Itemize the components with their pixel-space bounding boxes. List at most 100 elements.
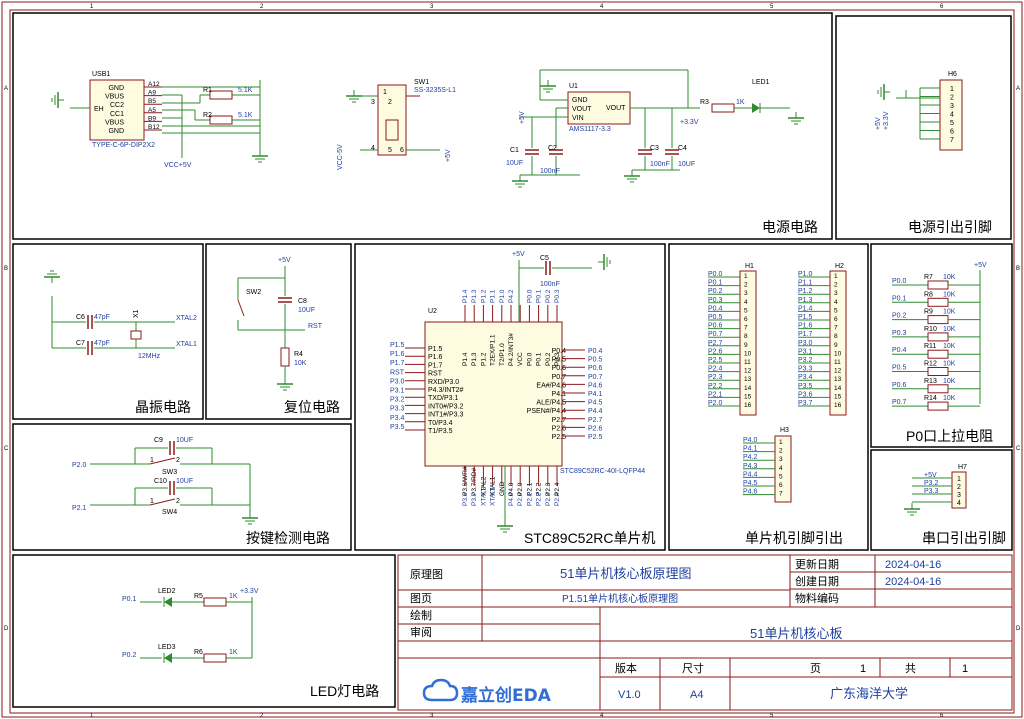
header-net-label: P0.7: [708, 331, 723, 338]
header-net-label: P1.1: [798, 280, 813, 287]
mcu-pin-name: VCC: [517, 352, 524, 366]
svg-text:SW2: SW2: [246, 289, 261, 296]
mcu-net-label: P4.5: [588, 400, 603, 407]
svg-text:R2: R2: [203, 112, 212, 119]
mcu-pin-name: P1.7: [428, 362, 443, 369]
tb-page-num-key: 页: [810, 663, 821, 675]
header-net-label: P3.1: [798, 348, 813, 355]
header-net-label: P4.5: [743, 480, 758, 487]
svg-text:H6: H6: [948, 71, 957, 78]
svg-text:P2.0: P2.0: [72, 462, 87, 469]
header-pin-number: 3: [779, 456, 783, 463]
tb-create-key: 创建日期: [795, 574, 839, 588]
header-net-label: P4.0: [743, 437, 758, 444]
header-net-label: P4.2: [743, 454, 758, 461]
svg-text:100nF: 100nF: [540, 281, 560, 288]
svg-text:C8: C8: [298, 298, 307, 305]
mcu-pin-name: T2EX/P1.1: [490, 334, 497, 366]
pullup-net-label: P0.6: [892, 382, 907, 389]
tb-ver-key: 版本: [615, 661, 637, 675]
mcu-pin-name: P2.5: [552, 434, 567, 441]
frame-row-label: D: [1016, 626, 1021, 632]
mcu-pin-name: GND: [499, 481, 506, 496]
header-net-label: P0.4: [708, 305, 723, 312]
header-net-label: P3.4: [798, 374, 813, 381]
svg-text:U2: U2: [428, 308, 437, 315]
svg-text:H7: H7: [958, 464, 967, 471]
mcu-net-label: P1.1: [490, 289, 497, 303]
mcu-net-label: P0.4: [588, 348, 603, 355]
svg-text:STC89C52RC-40I-LQFP44: STC89C52RC-40I-LQFP44: [560, 468, 645, 475]
svg-text:2: 2: [176, 498, 180, 505]
svg-text:C7: C7: [76, 340, 85, 347]
tb-size-value: A4: [690, 689, 703, 701]
block-title-pins-out: 单片机引脚引出: [745, 530, 843, 546]
mcu-pin-name: T1/P3.5: [428, 428, 453, 435]
tb-size-key: 尺寸: [682, 661, 704, 675]
tb-diagram-key: 原理图: [410, 568, 443, 581]
block-frames: [12, 12, 1013, 708]
mcu-pin-name: TXD/P3.1: [428, 395, 458, 402]
svg-text:C2: C2: [548, 145, 557, 152]
frame-row-label: A: [4, 86, 8, 92]
mcu-pin-name: P0.7: [552, 374, 567, 381]
block-title-keys: 按键检测电路: [246, 530, 330, 546]
mcu-pin-name: P4.1: [552, 391, 567, 398]
block-title-reset: 复位电路: [284, 399, 340, 415]
svg-text:1K: 1K: [736, 99, 745, 106]
mcu-net-label: P4.1: [588, 391, 603, 398]
svg-text:AMS1117-3.3: AMS1117-3.3: [569, 126, 611, 133]
mcu-pin-name: P1.6: [428, 354, 443, 361]
frame-col-label: 3: [430, 4, 434, 10]
svg-text:LED3: LED3: [158, 644, 176, 651]
header-net-label: P2.5: [708, 357, 723, 364]
pullup-resistor-ref: R10: [924, 326, 937, 333]
mcu-pin-name: P0.3: [554, 352, 561, 366]
frame-col-label: 5: [770, 713, 774, 719]
pullup-resistor-value: 10K: [943, 378, 956, 385]
svg-text:10UF: 10UF: [176, 478, 193, 485]
mcu-net-label: P0.1: [536, 289, 543, 303]
svg-text:X1: X1: [133, 309, 140, 318]
header-pin-number: 1: [779, 439, 783, 446]
mcu-pin-name: P2.7: [552, 417, 567, 424]
ldo-regulator: U1 GND VOUT VIN VOUT AMS1117-3.3 +5V +3.…: [506, 69, 805, 188]
power-switch-sw1: SW1 SS-3235S-L1 VCC-5V +5V 1 2 3 4 5 6: [337, 79, 456, 170]
header-pin-number: 8: [834, 333, 838, 340]
header-net-label: P1.2: [798, 288, 813, 295]
mcu-net-label: P4.6: [588, 382, 603, 389]
header-net-label: P2.7: [708, 340, 723, 347]
cloud-icon: [422, 678, 459, 702]
pullup-net-label: P0.7: [892, 399, 907, 406]
pullup-resistor-value: 10K: [943, 326, 956, 333]
svg-text:C6: C6: [76, 314, 85, 321]
header-pin-number: 11: [744, 359, 751, 366]
header-net-label: P2.4: [708, 366, 723, 373]
h7-pin-number: 4: [957, 500, 961, 507]
usb-pin-name: VBUS: [105, 119, 124, 126]
h6-pin-number: 7: [950, 137, 954, 144]
header-net-label: P4.1: [743, 446, 758, 453]
svg-text:10UF: 10UF: [176, 437, 193, 444]
mcu-pin-name: P2.2: [536, 482, 543, 496]
usb-pin-name: GND: [108, 128, 124, 135]
header-pin-number: 5: [744, 307, 748, 314]
header-pin-number: 8: [744, 333, 748, 340]
mcu-pin-name: P2.0: [517, 482, 524, 496]
tb-total-value: 1: [962, 663, 968, 675]
mcu-pin-name: RXD/P3.0: [428, 379, 459, 386]
frame-col-label: 6: [940, 4, 944, 10]
mcu-net-label: P0.3: [554, 289, 561, 303]
header-net-label: P0.6: [708, 323, 723, 330]
usb-pin-number: B5: [148, 98, 156, 105]
svg-text:+3.3V: +3.3V: [883, 111, 890, 130]
mcu-pin-name: P0.0: [526, 352, 533, 366]
tb-diagram-value: 51单片机核心板原理图: [560, 566, 691, 581]
svg-text:SW1: SW1: [414, 79, 429, 86]
mcu-net-label: P1.3: [471, 289, 478, 303]
svg-text:C3: C3: [650, 145, 659, 152]
svg-text:R1: R1: [203, 87, 212, 94]
